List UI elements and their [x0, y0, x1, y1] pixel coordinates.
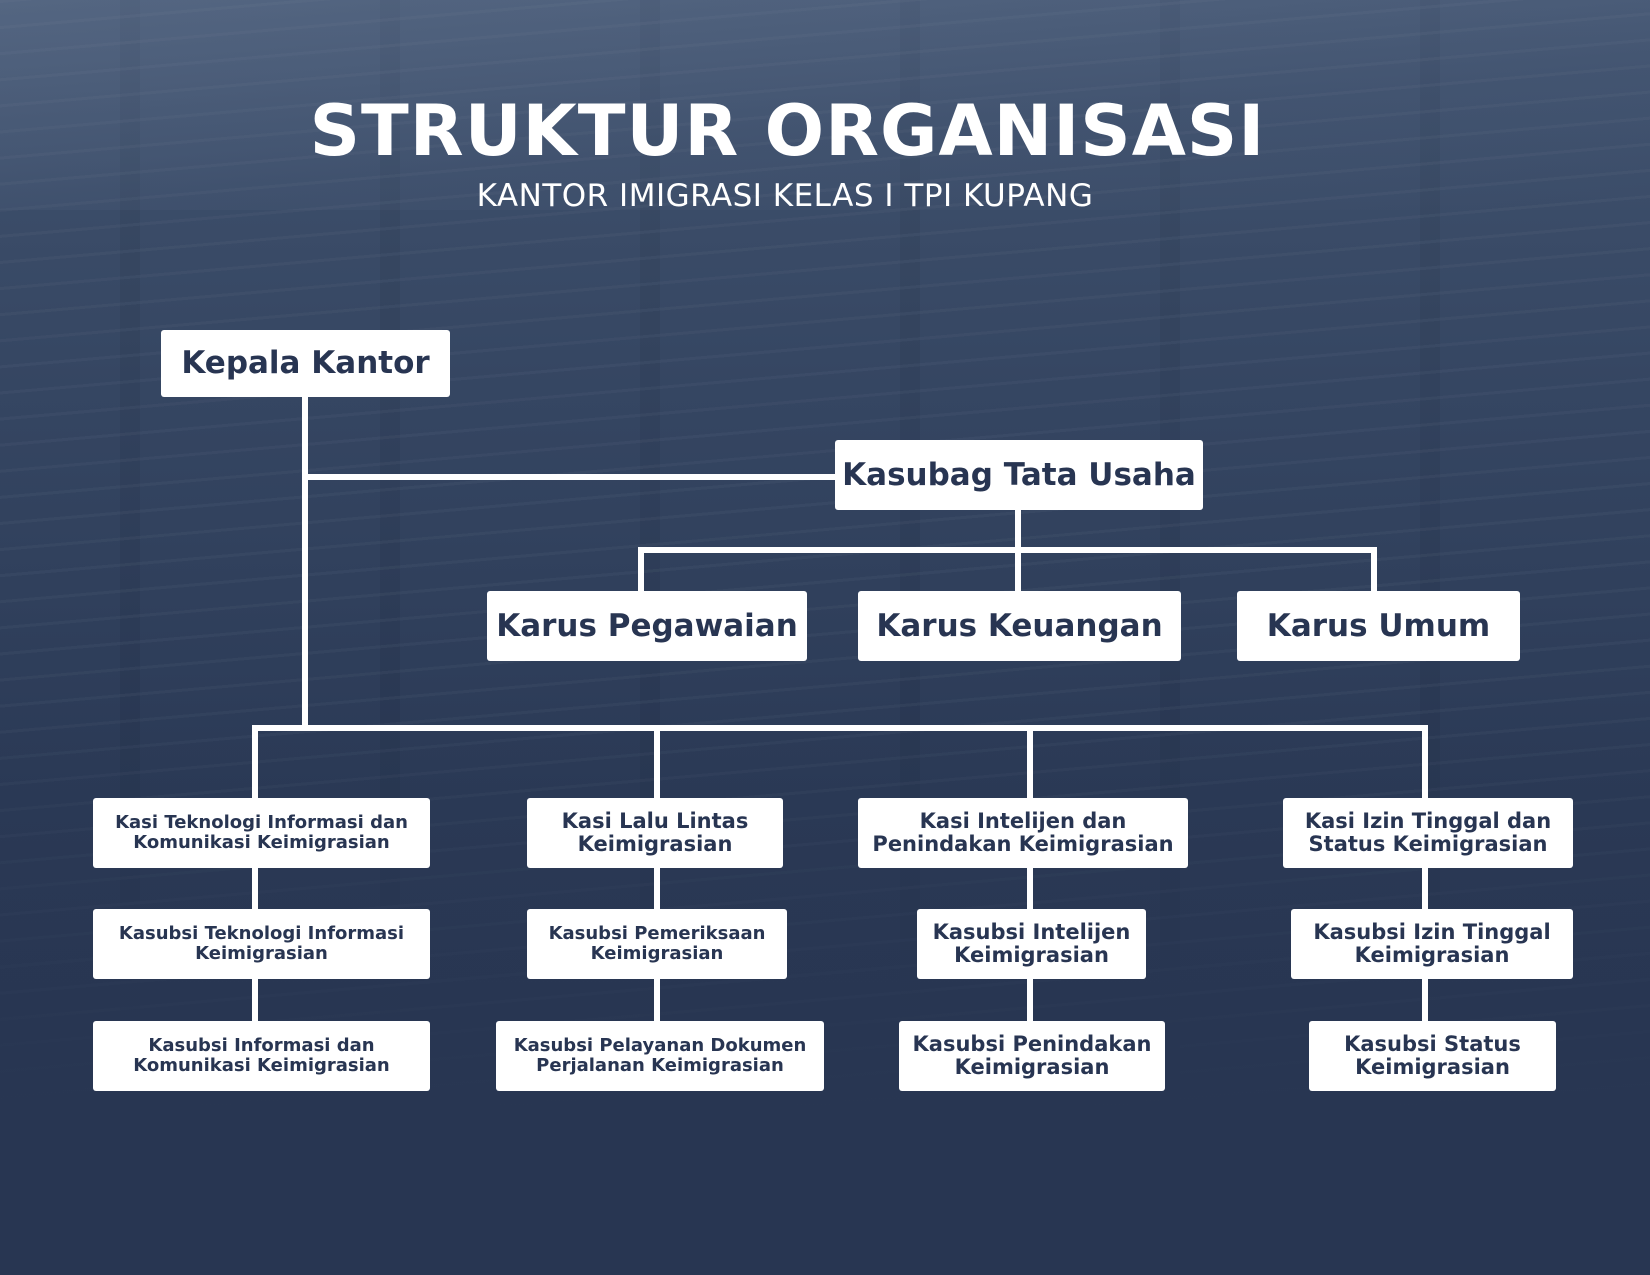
box-kasubsi-penindakan: Kasubsi Penindakan Keimigrasian	[899, 1021, 1165, 1091]
box-kasi-tik: Kasi Teknologi Informasi dan Komunikasi …	[93, 798, 430, 868]
box-karus-pegawaian: Karus Pegawaian	[487, 591, 807, 661]
background-fade	[0, 700, 1650, 1275]
box-kasubsi-intelijen: Kasubsi Intelijen Keimigrasian	[917, 909, 1146, 979]
background-ceiling-band	[0, 0, 1650, 210]
box-kasi-intelijen: Kasi Intelijen dan Penindakan Keimigrasi…	[858, 798, 1188, 868]
box-kasubsi-status: Kasubsi Status Keimigrasian	[1309, 1021, 1556, 1091]
box-karus-umum: Karus Umum	[1237, 591, 1520, 661]
page-title: STRUKTUR ORGANISASI	[309, 90, 1266, 172]
box-kasubag-tata-usaha: Kasubag Tata Usaha	[835, 440, 1203, 510]
box-kasubsi-pemeriksaan: Kasubsi Pemeriksaan Keimigrasian	[527, 909, 787, 979]
box-kasubsi-ik: Kasubsi Informasi dan Komunikasi Keimigr…	[93, 1021, 430, 1091]
box-kasi-izin-tinggal: Kasi Izin Tinggal dan Status Keimigrasia…	[1283, 798, 1573, 868]
box-karus-keuangan: Karus Keuangan	[858, 591, 1181, 661]
box-kasi-lalu-lintas: Kasi Lalu Lintas Keimigrasian	[527, 798, 783, 868]
page-subtitle: KANTOR IMIGRASI KELAS I TPI KUPANG	[476, 178, 1094, 214]
box-kasubsi-pelayanan-dokumen: Kasubsi Pelayanan Dokumen Perjalanan Kei…	[496, 1021, 824, 1091]
box-kasubsi-izin-tinggal: Kasubsi Izin Tinggal Keimigrasian	[1291, 909, 1573, 979]
box-kepala-kantor: Kepala Kantor	[161, 330, 450, 397]
box-kasubsi-ti: Kasubsi Teknologi Informasi Keimigrasian	[93, 909, 430, 979]
